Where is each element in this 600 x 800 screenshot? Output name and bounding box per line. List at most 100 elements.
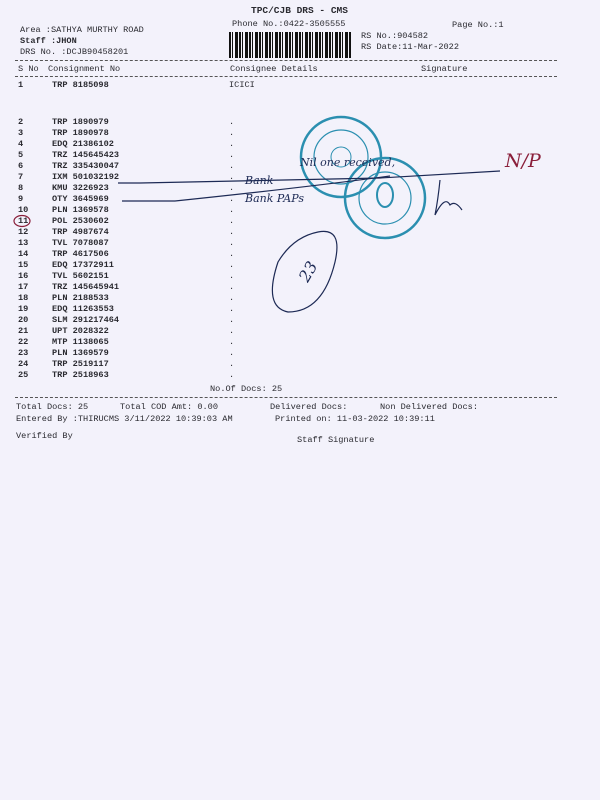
- divider: [15, 76, 557, 77]
- row-sno: 4: [18, 139, 24, 149]
- consignment-number: OTY 3645969: [52, 194, 109, 204]
- phone-number: Phone No.:0422-3505555: [232, 19, 346, 29]
- consignee-details: .: [229, 150, 235, 160]
- consignee-details: .: [229, 216, 235, 226]
- column-consignee: Consignee Details: [230, 64, 318, 74]
- consignment-number: MTP 1138065: [52, 337, 109, 347]
- row-sno: 9: [18, 194, 24, 204]
- consignee-details: .: [229, 304, 235, 314]
- consignee-details: .: [229, 161, 235, 171]
- consignment-number: POL 2530602: [52, 216, 109, 226]
- consignment-number: IXM 501032192: [52, 172, 120, 182]
- consignee-details: .: [229, 194, 235, 204]
- row-sno: 21: [18, 326, 29, 336]
- row-sno: 6: [18, 161, 24, 171]
- consignment-number: TRP 1890979: [52, 117, 109, 127]
- non-delivered-docs: Non Delivered Docs:: [380, 402, 478, 412]
- consignment-number: TVL 7078087: [52, 238, 109, 248]
- circled-row-mark: [13, 214, 31, 228]
- rs-number: RS No.:904582: [361, 31, 429, 41]
- consignment-number: TRP 2519117: [52, 359, 109, 369]
- table-row: 4 EDQ 21386102.: [0, 139, 240, 149]
- consignment-number: SLM 291217464: [52, 315, 120, 325]
- note-bank-paps: Bank PAPs: [245, 192, 304, 205]
- table-row: 6 TRZ 335430047.: [0, 161, 240, 171]
- drs-number: DRS No. :DCJB90458201: [20, 47, 129, 57]
- consignee-details: .: [229, 293, 235, 303]
- row-sno: 18: [18, 293, 29, 303]
- consignee-details: .: [229, 260, 235, 270]
- row-sno: 19: [18, 304, 29, 314]
- row-sno: 14: [18, 249, 29, 259]
- consignment-number: TRZ 335430047: [52, 161, 120, 171]
- consignment-number: EDQ 21386102: [52, 139, 114, 149]
- consignment-number: EDQ 17372911: [52, 260, 114, 270]
- row-sno: 16: [18, 271, 29, 281]
- consignment-number: TVL 5602151: [52, 271, 109, 281]
- total-docs: Total Docs: 25: [16, 402, 89, 412]
- column-signature: Signature: [421, 64, 468, 74]
- consignment-number: UPT 2028322: [52, 326, 109, 336]
- consignment-number: TRZ 145645941: [52, 282, 120, 292]
- consignee-details: .: [229, 139, 235, 149]
- column-sno: S No: [18, 64, 39, 74]
- consignee-details: .: [229, 205, 235, 215]
- consignment-number: EDQ 11263553: [52, 304, 114, 314]
- verified-by: Verified By: [16, 431, 73, 441]
- consignee-details: .: [229, 370, 235, 380]
- row-sno: 2: [18, 117, 24, 127]
- row-sno: 1: [18, 80, 24, 90]
- row-sno: 13: [18, 238, 29, 248]
- page-number: Page No.:1: [452, 20, 504, 30]
- row-sno: 10: [18, 205, 29, 215]
- consignment-number: PLN 1369579: [52, 348, 109, 358]
- divider: [15, 60, 557, 61]
- consignment-number: PLN 2188533: [52, 293, 109, 303]
- table-row: 12 TRP 4987674.: [0, 227, 240, 237]
- row-sno: 20: [18, 315, 29, 325]
- row-sno: 23: [18, 348, 29, 358]
- table-row: 18 PLN 2188533.: [0, 293, 240, 303]
- table-row: 2 TRP 1890979.: [0, 117, 240, 127]
- area: Area :SATHYA MURTHY ROAD: [20, 25, 144, 35]
- consignee-details: .: [229, 282, 235, 292]
- row-sno: 17: [18, 282, 29, 292]
- consignee-details: .: [229, 183, 235, 193]
- consignment-number: TRP 8185098: [52, 80, 109, 90]
- total-cod: Total COD Amt: 0.00: [120, 402, 218, 412]
- row-sno: 25: [18, 370, 29, 380]
- note-received: Nil one received,: [300, 156, 396, 169]
- table-row: 9 OTY 3645969.: [0, 194, 240, 204]
- table-row: 16 TVL 5602151.: [0, 271, 240, 281]
- consignment-number: TRP 4987674: [52, 227, 109, 237]
- row-sno: 15: [18, 260, 29, 270]
- printed-on: Printed on: 11-03-2022 10:39:11: [275, 414, 435, 424]
- consignee-details: .: [229, 117, 235, 127]
- consignee-details: .: [229, 271, 235, 281]
- consignee-details: .: [229, 227, 235, 237]
- row-sno: 7: [18, 172, 24, 182]
- handwritten-lines: [118, 170, 501, 313]
- row-sno: 12: [18, 227, 29, 237]
- consignee-details: .: [229, 128, 235, 138]
- consignment-number: TRZ 145645423: [52, 150, 120, 160]
- note-bank: Bank: [245, 174, 274, 187]
- document-title: TPC/CJB DRS - CMS: [251, 5, 348, 16]
- consignment-number: KMU 3226923: [52, 183, 109, 193]
- staff-signature-label: Staff Signature: [297, 435, 375, 445]
- consignee-details: ICICI: [229, 80, 255, 90]
